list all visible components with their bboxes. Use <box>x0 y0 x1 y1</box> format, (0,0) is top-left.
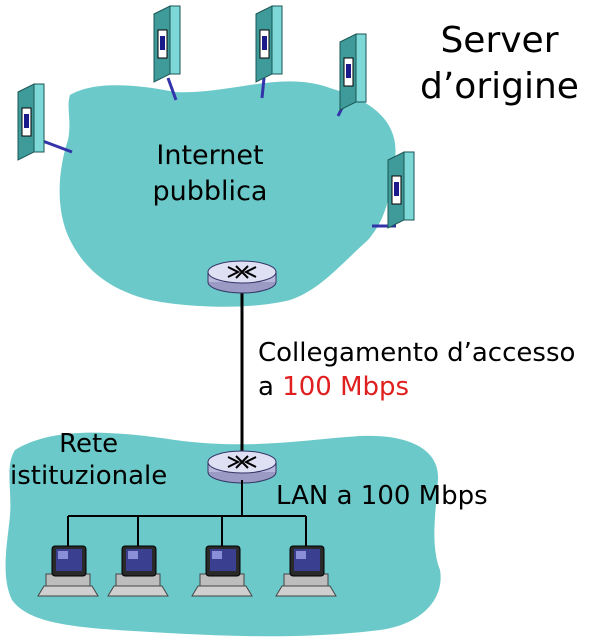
server-icon <box>153 5 181 83</box>
server-icon <box>255 5 283 83</box>
router-icon <box>207 260 277 294</box>
institutional-cloud <box>5 432 441 637</box>
origin-server-label: Server d’origine <box>420 18 579 110</box>
access-label-prefix: a <box>258 372 283 402</box>
public-internet-label: Internet pubblica <box>140 138 280 210</box>
server-label-line1: Server <box>440 20 559 61</box>
access-link-label: Collegamento d’accesso a 100 Mbps <box>258 336 575 404</box>
rete-label-line2: istituzionale <box>10 461 168 491</box>
internet-label-line2: pubblica <box>152 176 268 207</box>
access-label-line2: a 100 Mbps <box>258 370 575 404</box>
internet-label-line1: Internet <box>156 140 264 171</box>
server-icon <box>339 33 367 111</box>
internet-cloud <box>59 81 396 307</box>
access-label-line1: Collegamento d’accesso <box>258 338 576 368</box>
server-icon <box>387 151 415 229</box>
server-label-line2: d’origine <box>420 66 579 107</box>
rete-label-line1: Rete <box>59 429 119 459</box>
server-icon <box>17 83 45 161</box>
router-icon <box>207 450 277 484</box>
institutional-network-label: Rete istituzionale <box>10 428 167 492</box>
lan-bus <box>67 480 307 546</box>
lan-label: LAN a 100 Mbps <box>276 481 488 511</box>
access-speed: 100 Mbps <box>282 372 410 402</box>
